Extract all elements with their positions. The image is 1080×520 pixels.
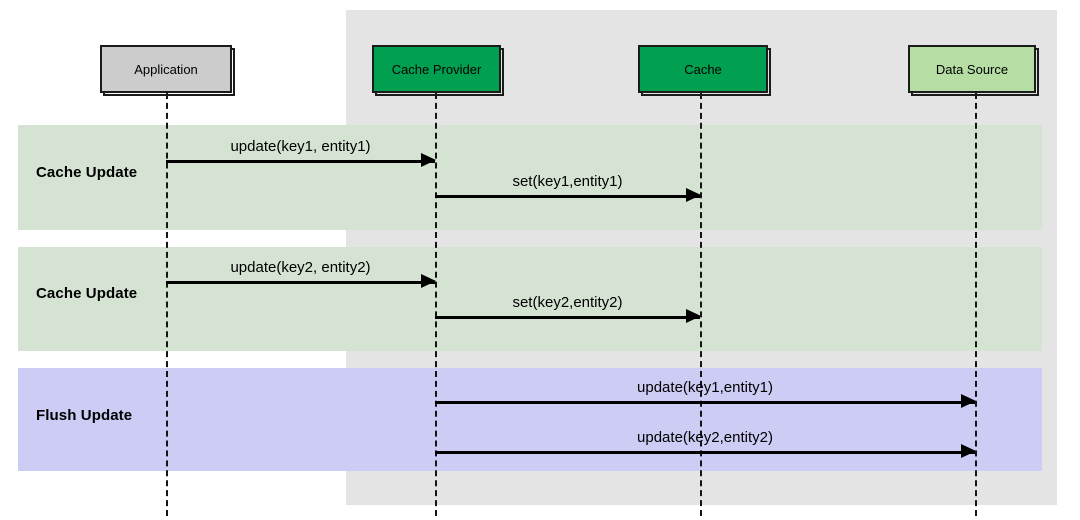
message-line bbox=[435, 195, 700, 198]
message-line bbox=[166, 281, 435, 284]
message-line bbox=[435, 316, 700, 319]
message-label: update(key1,entity1) bbox=[637, 379, 773, 396]
arrow-head-icon bbox=[961, 394, 976, 408]
arrow-head-icon bbox=[421, 153, 436, 167]
lifeline-cache bbox=[700, 93, 702, 516]
lifeline-cache-provider bbox=[435, 93, 437, 516]
arrow-head-icon bbox=[686, 309, 701, 323]
actor-cache-provider[interactable]: Cache Provider bbox=[372, 45, 504, 96]
band-cache-update-1-label: Cache Update bbox=[36, 164, 138, 181]
lifeline-data-source bbox=[975, 93, 977, 516]
actor-data-source[interactable]: Data Source bbox=[908, 45, 1039, 96]
actor-application[interactable]: Application bbox=[100, 45, 235, 96]
message-label: set(key1,entity1) bbox=[512, 173, 623, 190]
actor-label: Application bbox=[134, 61, 198, 77]
arrow-head-icon bbox=[421, 274, 436, 288]
message-line bbox=[435, 401, 975, 404]
actor-label: Cache Provider bbox=[391, 61, 482, 77]
actor-box: Data Source bbox=[908, 45, 1036, 93]
band-cache-update-2 bbox=[18, 247, 1042, 351]
message-line bbox=[166, 160, 435, 163]
message-label: update(key2,entity2) bbox=[637, 429, 773, 446]
actor-label: Data Source bbox=[935, 61, 1009, 77]
actor-label: Cache bbox=[684, 61, 722, 77]
actor-box: Application bbox=[100, 45, 232, 93]
band-flush-update-label: Flush Update bbox=[36, 407, 133, 424]
actor-box: Cache Provider bbox=[372, 45, 501, 93]
arrow-head-icon bbox=[961, 444, 976, 458]
message-label: update(key2, entity2) bbox=[230, 259, 371, 276]
message-line bbox=[435, 451, 975, 454]
actor-cache[interactable]: Cache bbox=[638, 45, 771, 96]
actor-box: Cache bbox=[638, 45, 768, 93]
lifeline-application bbox=[166, 93, 168, 516]
band-cache-update-1 bbox=[18, 125, 1042, 230]
message-label: update(key1, entity1) bbox=[230, 138, 371, 155]
arrow-head-icon bbox=[686, 188, 701, 202]
message-label: set(key2,entity2) bbox=[512, 294, 623, 311]
band-cache-update-2-label: Cache Update bbox=[36, 285, 138, 302]
